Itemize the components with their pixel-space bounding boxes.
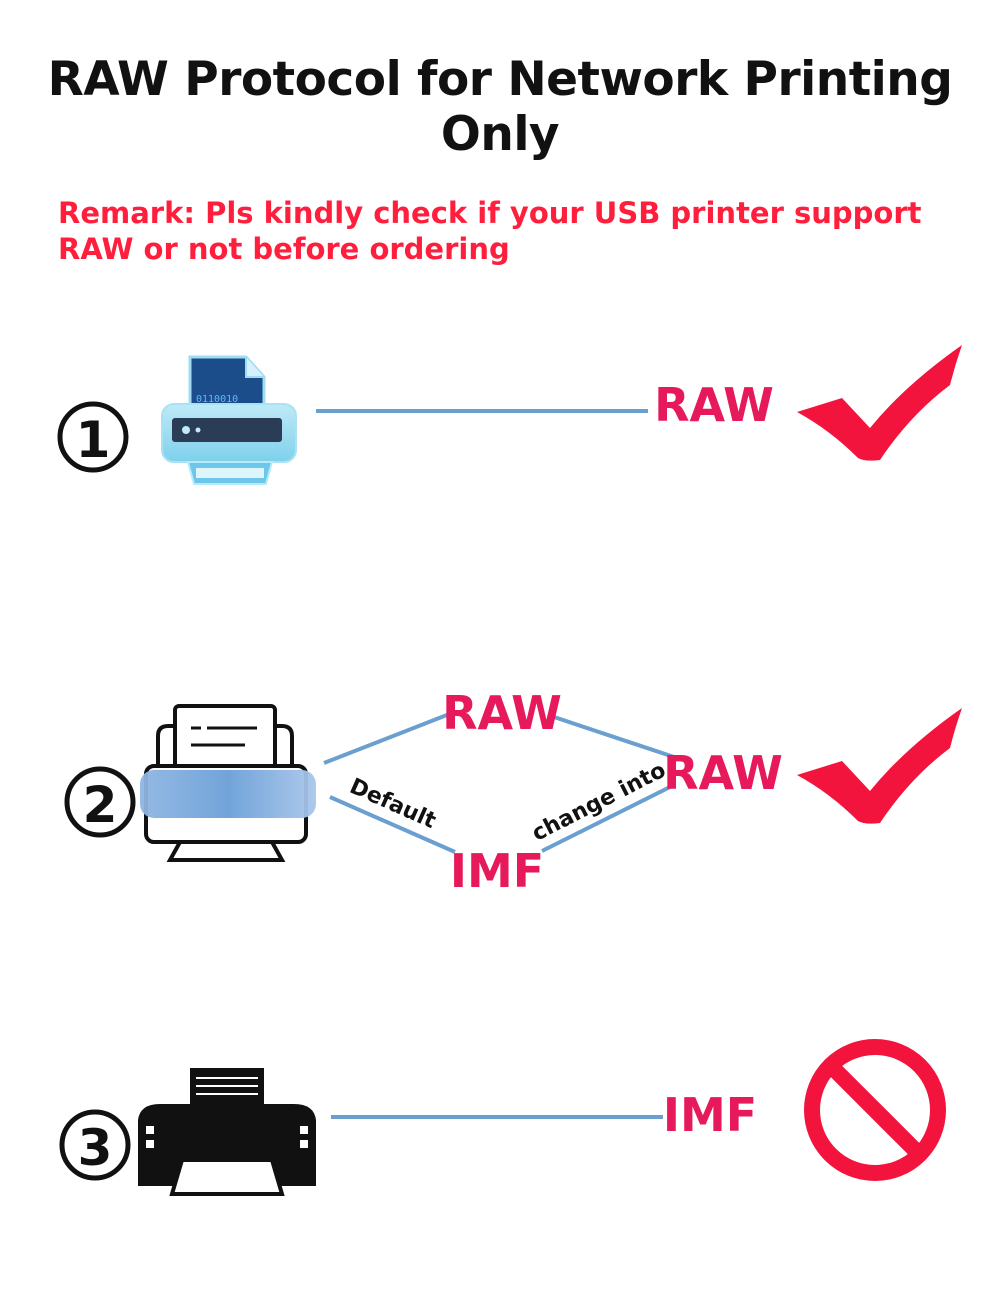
printer-icon-blue-panel [140,704,316,862]
remark-text: Remark: Pls kindly check if your USB pri… [58,196,922,266]
svg-text:3: 3 [78,1119,113,1177]
row-2: ② 2 RAW IMF RAW Default change into [64,686,962,898]
svg-text:0110010: 0110010 [196,394,238,405]
protocol-label-raw-upper: RAW [442,686,562,740]
line-to-raw [323,711,453,765]
page-title: RAW Protocol for Network Printing Only [47,52,953,162]
step-marker-2: ② 2 [64,766,136,838]
printer-icon-black [138,1068,316,1196]
line-imf-to-raw [541,783,675,853]
svg-text:1: 1 [76,411,111,469]
change-into-label: change into [528,758,670,847]
check-icon [797,345,962,461]
line-raw-to-raw [550,714,675,759]
row-1: ① 1 0110010 RAW [57,345,962,485]
protocol-label-imf: IMF [663,1088,757,1142]
check-icon [797,708,962,824]
line-to-imf [329,795,456,854]
step-marker-3: ③ 3 [59,1109,131,1181]
row-3: ③ 3 IMF [59,1039,946,1196]
svg-text:2: 2 [83,776,118,834]
step-marker-1: ① 1 [57,401,129,473]
protocol-label-imf-lower: IMF [450,844,544,898]
protocol-label-raw: RAW [654,378,774,432]
prohibited-icon [804,1039,946,1181]
printer-icon-blue-documents: 0110010 [161,355,297,485]
protocol-label-raw-final: RAW [663,746,783,800]
